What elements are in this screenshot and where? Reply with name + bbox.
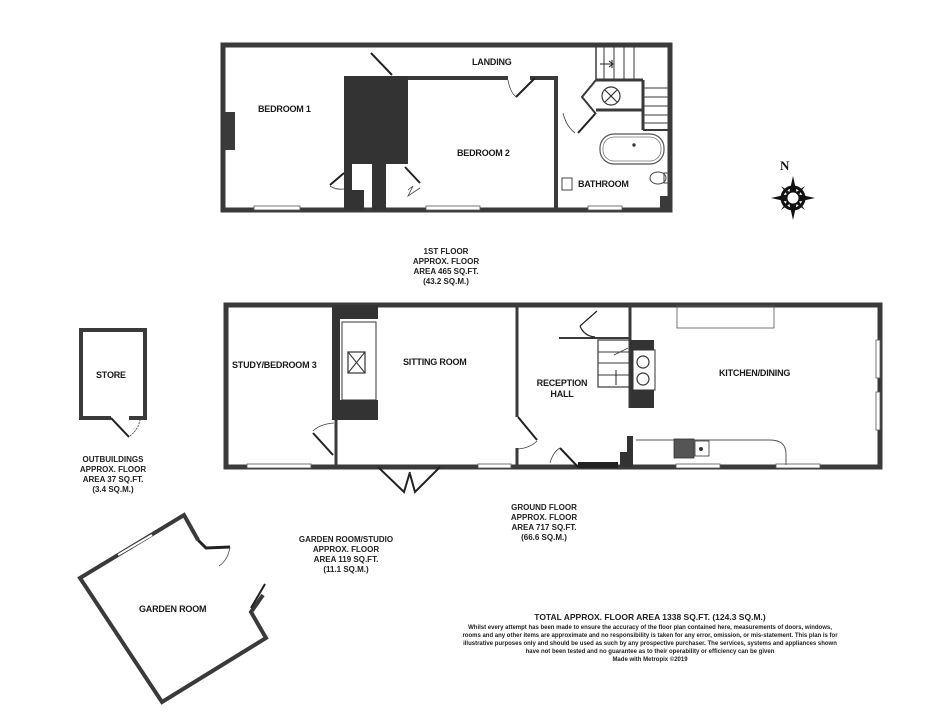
ground-floor-area-label: GROUND FLOOR APPROX. FLOOR AREA 717 SQ.F… xyxy=(511,503,577,543)
compass-rose-icon xyxy=(771,176,815,220)
store-plan xyxy=(79,328,147,438)
room-label-landing: LANDING xyxy=(472,57,512,67)
room-label-reception-hall: RECEPTION HALL xyxy=(537,378,588,400)
disclaimer-text: Whilst every attempt has been made to en… xyxy=(462,625,838,655)
room-label-study: STUDY/BEDROOM 3 xyxy=(232,360,317,370)
total-area: TOTAL APPROX. FLOOR AREA 1338 SQ.FT. (12… xyxy=(534,612,766,622)
room-label-bathroom: BATHROOM xyxy=(578,179,629,189)
reception-line2: HALL xyxy=(550,389,574,399)
first-floor-area-label: 1ST FLOOR APPROX. FLOOR AREA 465 SQ.FT. … xyxy=(413,247,479,287)
room-label-bedroom1: BEDROOM 1 xyxy=(258,104,311,114)
room-label-bedroom2: BEDROOM 2 xyxy=(457,148,510,158)
room-label-kitchen-dining: KITCHEN/DINING xyxy=(719,368,791,378)
area-line: (43.2 SQ.M.) xyxy=(423,277,469,286)
room-label-store: STORE xyxy=(96,370,126,380)
area-line: OUTBUILDINGS xyxy=(82,455,144,464)
area-line: (3.4 SQ.M.) xyxy=(92,485,134,494)
area-line: AREA 37 SQ.FT. xyxy=(82,475,144,484)
area-line: (11.1 SQ.M.) xyxy=(323,565,369,574)
first-floor-plan xyxy=(220,42,673,213)
garden-room-plan xyxy=(77,512,269,705)
compass-north-label: N xyxy=(780,158,790,173)
outbuildings-area-label: OUTBUILDINGS APPROX. FLOOR AREA 37 SQ.FT… xyxy=(80,455,146,495)
garden-room-area-label: GARDEN ROOM/STUDIO APPROX. FLOOR AREA 11… xyxy=(299,535,393,575)
area-line: 1ST FLOOR xyxy=(423,247,469,256)
credit-text: Made with Metropix ©2019 xyxy=(612,657,688,663)
area-line: AREA 465 SQ.FT. xyxy=(413,267,479,276)
area-line: AREA 119 SQ.FT. xyxy=(313,555,379,564)
area-line: GARDEN ROOM/STUDIO xyxy=(298,535,394,544)
area-line: APPROX. FLOOR xyxy=(79,465,147,474)
area-line: (66.6 SQ.M.) xyxy=(521,533,567,542)
room-label-garden-room: GARDEN ROOM xyxy=(139,604,207,614)
area-line: APPROX. FLOOR xyxy=(312,545,380,554)
area-line: AREA 717 SQ.FT. xyxy=(511,523,577,532)
area-line: GROUND FLOOR xyxy=(511,503,577,512)
area-line: APPROX. FLOOR xyxy=(412,257,480,266)
room-label-sitting-room: SITTING ROOM xyxy=(403,357,467,367)
ground-floor-plan xyxy=(223,302,883,494)
reception-line1: RECEPTION xyxy=(536,378,588,388)
area-line: APPROX. FLOOR xyxy=(510,513,578,522)
disclaimer-block: TOTAL APPROX. FLOOR AREA 1338 SQ.FT. (12… xyxy=(460,612,840,664)
